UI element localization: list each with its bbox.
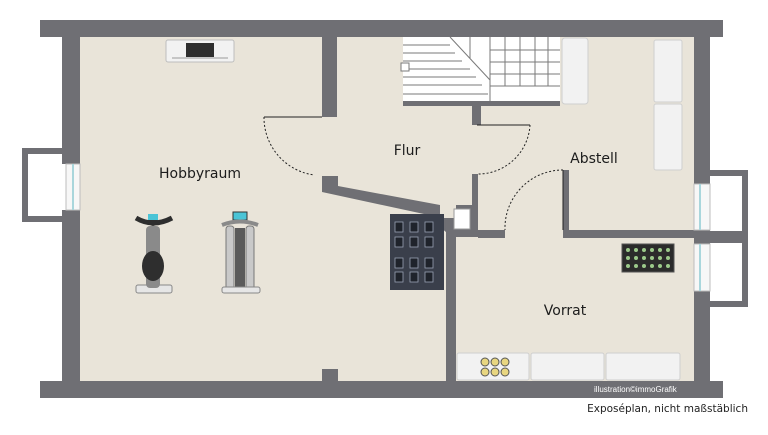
door-vorrat-swing <box>504 169 564 231</box>
wall-stair-edge <box>403 101 560 106</box>
door-hobby-swing <box>263 116 315 176</box>
wall-top <box>40 20 723 37</box>
window-left <box>22 148 81 222</box>
wall-vorrat-top-left <box>478 230 505 238</box>
shaft <box>453 208 471 230</box>
wall-stub-bottom <box>322 369 338 381</box>
sideboard-icon <box>165 39 235 63</box>
window-right-lower <box>693 237 748 307</box>
door-flur-swing <box>477 124 531 175</box>
disclaimer-note: Exposéplan, nicht maßstäblich <box>587 403 748 415</box>
window-right-upper <box>693 170 748 237</box>
wall-hobby-flur <box>322 37 337 117</box>
wall-right-upper <box>694 37 710 184</box>
stairs-icon <box>400 36 589 105</box>
room-label-vorrat: Vorrat <box>544 303 587 319</box>
room-label-flur: Flur <box>394 143 421 159</box>
exercise-bike-icon <box>134 214 174 294</box>
floor-areas <box>80 37 694 381</box>
wall-stair-end <box>472 103 481 125</box>
shelf-icon <box>456 39 683 381</box>
floor <box>80 37 694 381</box>
dumbbell-rack-icon <box>390 214 444 290</box>
room-label-abstell: Abstell <box>570 151 618 167</box>
illustration-credit: illustration©immoGrafik <box>594 385 678 394</box>
doors <box>263 116 564 231</box>
wine-rack-icon <box>621 243 675 273</box>
cross-trainer-icon <box>221 211 261 294</box>
wall-abstell-left <box>563 170 569 238</box>
wall-vorrat-top-right <box>563 230 694 238</box>
wall-right-lower <box>694 291 710 381</box>
room-label-hobbyraum: Hobbyraum <box>159 166 241 182</box>
wall-right-middle <box>694 230 710 244</box>
wall-left-upper <box>62 37 80 164</box>
wall-bottom <box>40 381 723 398</box>
wall-left-lower <box>62 210 80 381</box>
jar-icons <box>480 357 510 377</box>
